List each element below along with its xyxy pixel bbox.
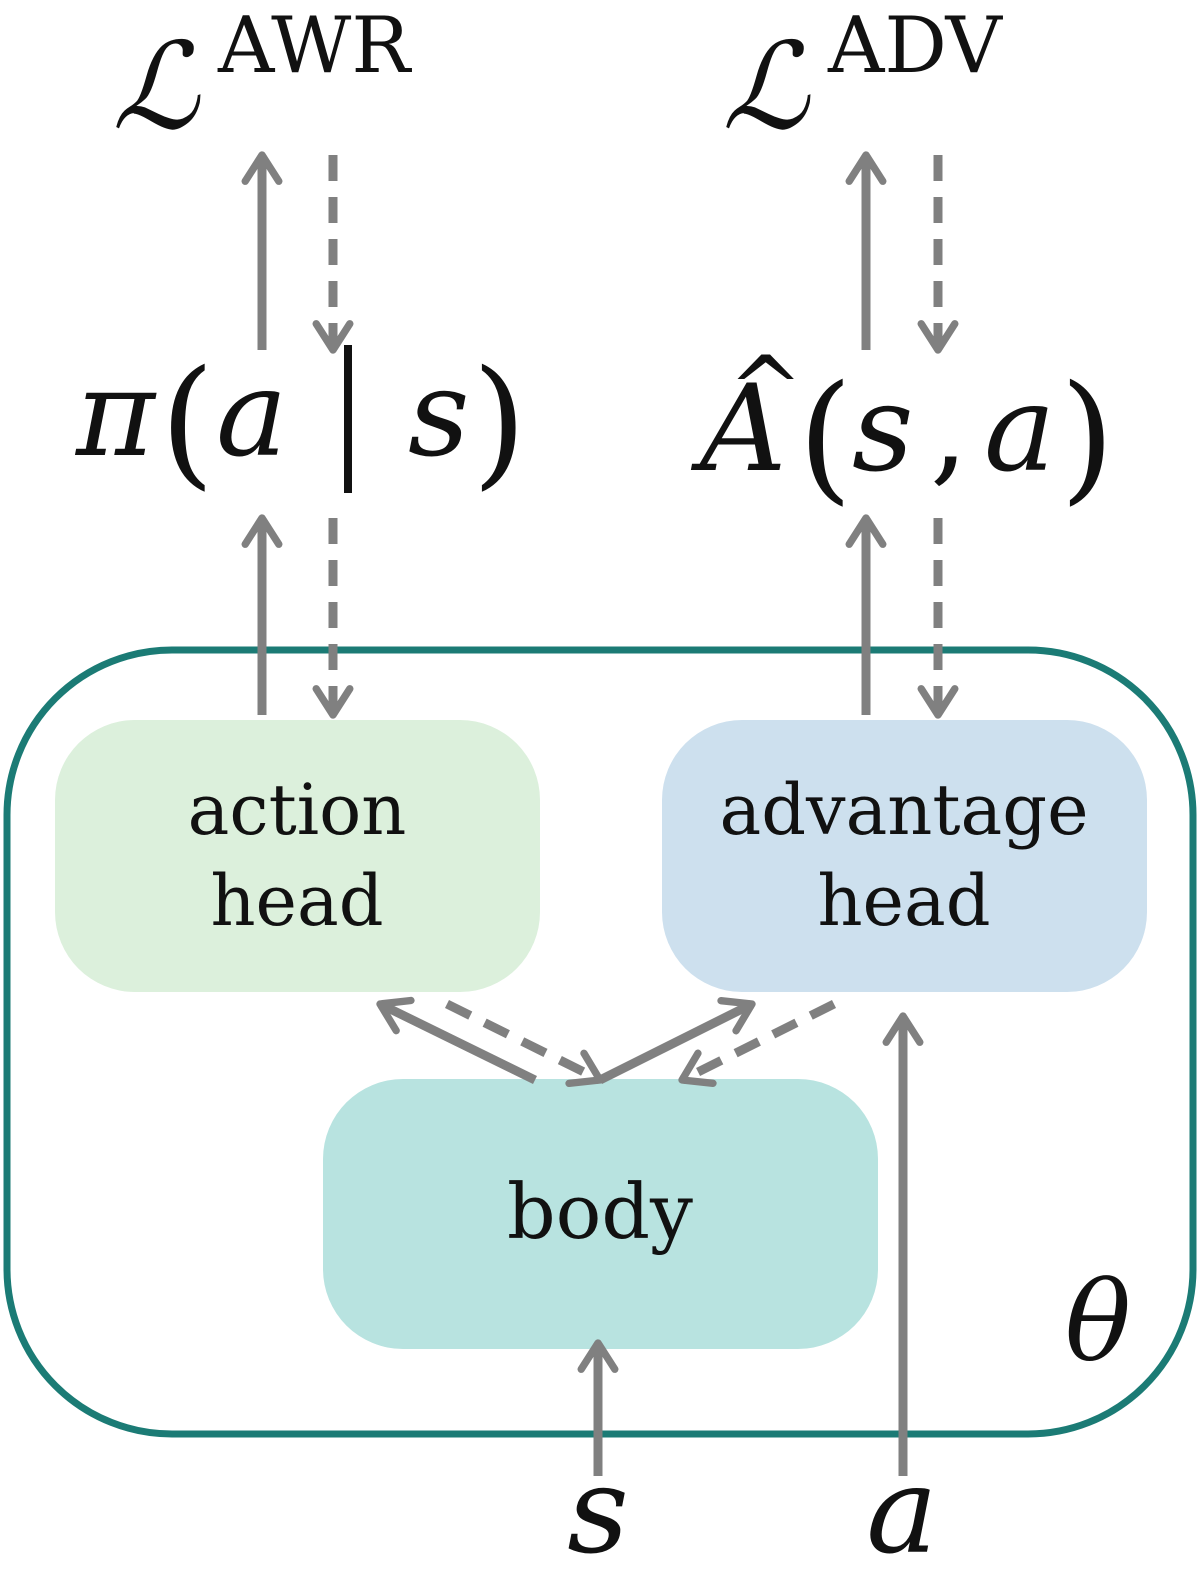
advantage-comma: , xyxy=(930,360,968,499)
action-head-box xyxy=(55,720,540,992)
advantage-head-box xyxy=(662,720,1147,992)
policy-a: a xyxy=(216,345,288,484)
loss-awr-label: ℒ AWR xyxy=(112,1,412,157)
policy-pi: π xyxy=(74,345,157,484)
loss-adv-symbol: ℒ xyxy=(722,18,811,157)
advantage-head-label-line1: advantage xyxy=(719,769,1088,851)
grad-action-head-to-body xyxy=(444,999,604,1088)
advantage-close-paren: ) xyxy=(1060,356,1115,519)
arrow-body-to-action-head xyxy=(376,996,537,1085)
action-head-label-line1: action xyxy=(188,769,407,851)
arrow-body-to-advantage-head xyxy=(597,997,756,1085)
policy-s: s xyxy=(408,345,470,484)
grad-advantage-head-to-body xyxy=(678,999,837,1087)
forward-arrows xyxy=(241,151,924,1476)
policy-output-label: π ( a s ) xyxy=(74,341,527,504)
action-head-label-line2: head xyxy=(210,860,383,942)
policy-open-paren: ( xyxy=(160,341,215,504)
advantage-A: A xyxy=(690,360,787,499)
loss-awr-superscript: AWR xyxy=(217,1,412,91)
theta-label: θ xyxy=(1065,1258,1131,1386)
advantage-open-paren: ( xyxy=(798,356,853,519)
body-label: body xyxy=(507,1167,693,1256)
gradient-arrows xyxy=(312,155,959,1088)
loss-adv-label: ℒ ADV xyxy=(722,1,1003,157)
advantage-a: a xyxy=(984,360,1056,499)
policy-conditional-bar xyxy=(344,345,352,493)
policy-close-paren: ) xyxy=(472,341,527,504)
loss-awr-symbol: ℒ xyxy=(112,18,201,157)
advantage-s: s xyxy=(852,360,914,499)
advantage-head-label-line2: head xyxy=(817,860,990,942)
advantage-output-label: ^ A ( s , a ) xyxy=(690,337,1115,519)
body-box xyxy=(323,1079,878,1349)
loss-adv-superscript: ADV xyxy=(827,1,1003,91)
advantage-hat: ^ xyxy=(728,337,803,442)
